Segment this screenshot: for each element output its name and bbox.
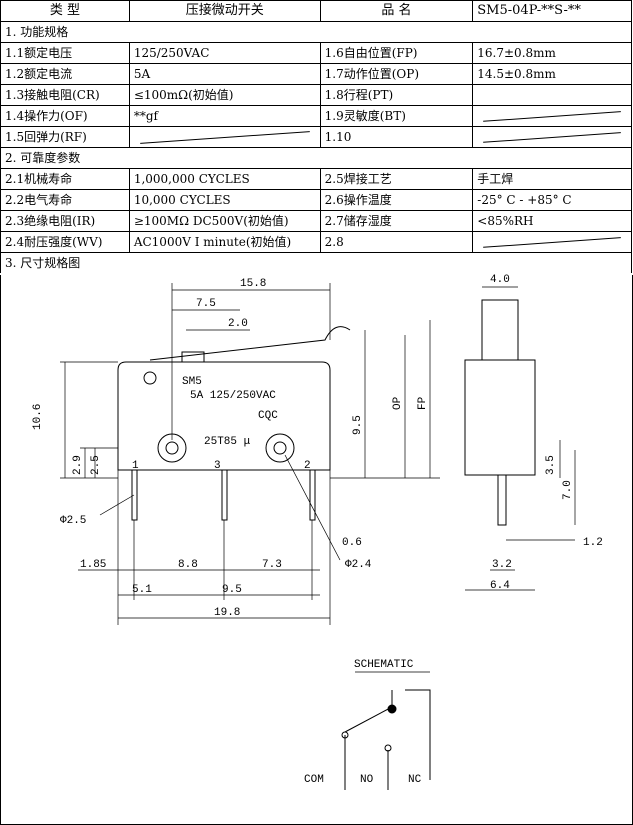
dim: 3.5 — [545, 455, 557, 475]
dim: FP — [417, 396, 429, 410]
side-pin — [497, 474, 507, 526]
dim: 1.85 — [80, 559, 106, 571]
pin-3 — [221, 469, 228, 521]
dim: 9.5 — [222, 584, 242, 596]
dim: 7.5 — [196, 298, 216, 310]
dim: 1.2 — [583, 537, 603, 549]
dim: 2.5 — [90, 455, 102, 475]
schematic-nc: NC — [408, 774, 422, 786]
mount-hole-2 — [265, 433, 295, 463]
dim: 6.4 — [490, 580, 510, 592]
dim: 7.0 — [562, 480, 574, 500]
param-label: 2.8 — [319, 231, 474, 253]
param-label: 1.4操作力(OF) — [0, 105, 130, 127]
dim: 2.9 — [72, 455, 84, 475]
dim: OP — [392, 396, 404, 410]
cert-label: CQC — [258, 410, 278, 422]
param-value: 14.5±0.8mm — [472, 63, 632, 85]
dim: 3.2 — [492, 559, 512, 571]
param-value: 10,000 CYCLES — [128, 189, 321, 211]
rating-label: 5A 125/250VAC — [190, 390, 276, 402]
param-value: -25° C - +85° C — [472, 189, 632, 211]
param-label: 1.8行程(PT) — [319, 84, 474, 106]
dim: 4.0 — [490, 274, 510, 286]
dim: 0.6 — [342, 537, 362, 549]
mount-mark — [143, 371, 157, 385]
schematic-com: COM — [304, 774, 324, 786]
schematic-lines — [344, 689, 431, 790]
dim: Φ2.5 — [60, 515, 86, 527]
pin-label-3: 3 — [214, 460, 221, 472]
param-label: 1.3接触电阻(CR) — [0, 84, 130, 106]
dim: 7.3 — [262, 559, 282, 571]
schematic-title: SCHEMATIC — [354, 659, 414, 671]
section3-title: 3. 尺寸规格图 — [0, 252, 632, 273]
code-label: 25T85 μ — [204, 436, 251, 448]
dim: Φ2.4 — [345, 559, 372, 571]
dim: 9.5 — [352, 415, 364, 435]
spec-row: 2.3绝缘电阻(IR)≥100MΩ DC500V(初始值)2.7储存湿度<85%… — [0, 210, 632, 232]
param-value — [472, 231, 632, 253]
dim: 15.8 — [240, 278, 266, 290]
param-label: 2.4耐压强度(WV) — [0, 231, 130, 253]
param-value: ≥100MΩ DC500V(初始值) — [128, 210, 321, 232]
param-label: 2.1机械寿命 — [0, 168, 130, 190]
param-value — [472, 126, 632, 148]
spec-table: 类 型 压接微动开关 品 名 SM5-04P-**S-** 1. 功能规格 1.… — [0, 0, 632, 273]
actuator-button — [181, 351, 205, 363]
pin-label-1: 1 — [132, 460, 139, 472]
pin-1 — [131, 469, 138, 521]
spec-row: 1.3接触电阻(CR)≤100mΩ(初始值)1.8行程(PT) — [0, 84, 632, 106]
side-actuator — [481, 299, 519, 361]
lever — [149, 326, 351, 361]
dim: 10.6 — [32, 404, 44, 430]
pin-2 — [309, 469, 316, 521]
param-label: 1.2额定电流 — [0, 63, 130, 85]
param-value: AC1000V I minute(初始值) — [128, 231, 321, 253]
model-label: SM5 — [182, 376, 202, 388]
spec-row: 2.4耐压强度(WV)AC1000V I minute(初始值)2.8 — [0, 231, 632, 253]
section1-title: 1. 功能规格 — [0, 21, 632, 43]
param-value — [128, 126, 321, 148]
side-body — [464, 359, 536, 476]
dim: 5.1 — [132, 584, 152, 596]
pin-label-2: 2 — [304, 460, 311, 472]
dim: 2.0 — [228, 318, 248, 330]
dim: 19.8 — [214, 607, 240, 619]
switch-body — [117, 361, 331, 471]
schematic-no: NO — [360, 774, 374, 786]
param-value: 16.7±0.8mm — [472, 42, 632, 64]
dim: 8.8 — [178, 559, 198, 571]
